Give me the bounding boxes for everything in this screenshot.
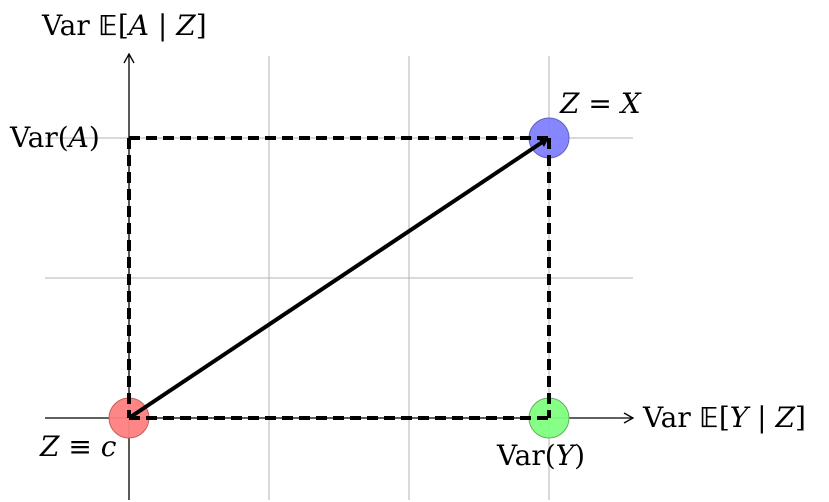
point-full-info-label: Z = X — [559, 87, 642, 120]
point-constant-label: Z ≡ c — [39, 430, 117, 463]
x-max-tick-label: Var(Y) — [496, 439, 585, 472]
y-max-tick-label: Var(A) — [9, 121, 100, 154]
y-axis-label: Var 𝔼[A | Z] — [41, 9, 207, 42]
x-axis-label: Var 𝔼[Y | Z] — [642, 401, 806, 434]
diagonal-arrow — [127, 137, 549, 420]
